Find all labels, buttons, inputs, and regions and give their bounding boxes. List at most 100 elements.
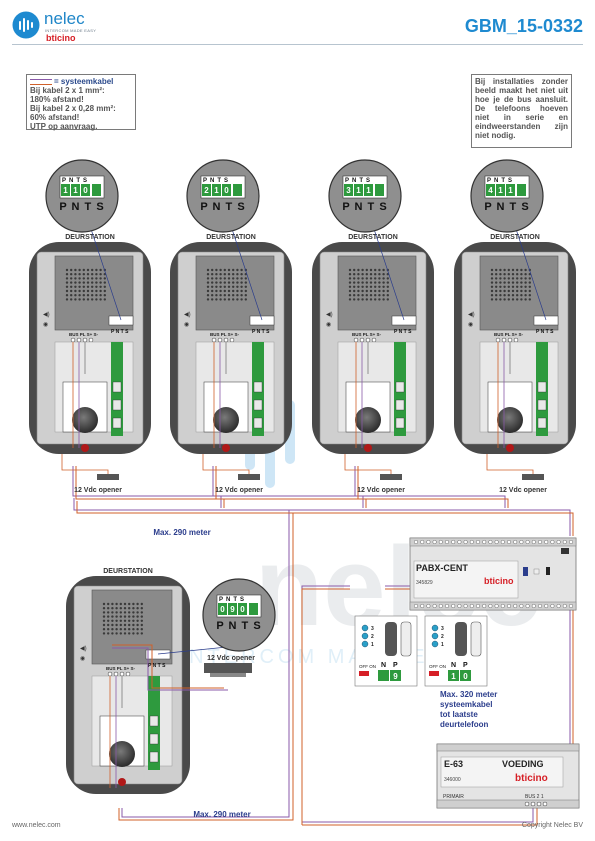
- mic-icon: ◉: [43, 322, 48, 328]
- dip-switch-icon: [218, 603, 227, 615]
- pabx-name: PABX-CENT: [416, 563, 468, 573]
- pabx-terminal-icon: [414, 540, 419, 545]
- handset-receiver-icon: [455, 622, 467, 656]
- dip-bottom-labels: P N T S: [342, 201, 387, 213]
- dip-value: 1: [366, 186, 371, 195]
- handset-slot-icon: [431, 640, 439, 648]
- dip-value: 1: [508, 186, 513, 195]
- cable-legend-text: = systeemkabel: [54, 77, 114, 86]
- dip-switch-icon: [517, 184, 526, 196]
- pabx-terminal-icon: [445, 540, 450, 545]
- terminal-screw-icon: [88, 337, 94, 343]
- pabx-terminal-icon: [525, 604, 530, 609]
- board-terminal-icon: [112, 381, 122, 393]
- dip-switch-icon: [222, 184, 231, 196]
- volume-icon: ◀): [468, 312, 475, 318]
- terminal-screw-icon: [223, 337, 229, 343]
- power-supply-terminals: [524, 801, 548, 807]
- pabx-terminal-row: [414, 540, 574, 545]
- dip-switch-icon: [364, 184, 373, 196]
- pabx-terminal-icon: [507, 540, 512, 545]
- dip-switch-icon: [238, 603, 247, 615]
- phone-distance-label: Max. 320 meter systeemkabel tot laatste …: [440, 690, 497, 729]
- pabx-terminal-icon: [432, 540, 437, 545]
- pabx-terminal-icon: [513, 604, 518, 609]
- handset-slot-icon: [361, 632, 369, 640]
- pabx-terminal-icon: [482, 604, 487, 609]
- header-divider: [12, 44, 583, 45]
- pabx-terminal-icon: [519, 604, 524, 609]
- volume-icon: ◀): [43, 312, 50, 318]
- dip-value: 3: [346, 186, 351, 195]
- call-button-icon: [355, 407, 381, 433]
- pabx-terminal-icon: [438, 604, 443, 609]
- dip-value: 0: [220, 605, 225, 614]
- volume-icon: ◀): [184, 312, 191, 318]
- cable-note-line: Bij kabel 2 x 0,28 mm²:: [30, 104, 116, 113]
- brand-name: nelec: [44, 9, 85, 28]
- status-led-icon: [364, 444, 372, 452]
- pabx-terminal-icon: [531, 604, 536, 609]
- status-led-icon: [222, 444, 230, 452]
- call-button-icon: [213, 407, 239, 433]
- dip-switch-icon: [71, 184, 80, 196]
- system-cable-swatch-icon: [30, 78, 52, 85]
- pabx-terminal-icon: [494, 604, 499, 609]
- dip-switch-icon: [202, 184, 211, 196]
- handset-switch-icon: [429, 671, 439, 676]
- cable-note-line: 60% afstand!: [30, 113, 80, 122]
- pabx-led-icon: [523, 567, 528, 576]
- pabx-terminal-icon: [420, 540, 425, 545]
- lower-opener: 12 Vdc opener: [112, 644, 255, 691]
- footer-copyright: Copyright Nelec BV: [521, 822, 583, 829]
- dip-value: 1: [63, 186, 68, 195]
- terminal-screw-icon: [513, 337, 519, 343]
- module-connector-icon: [533, 315, 559, 326]
- pabx-terminal-icon: [476, 540, 481, 545]
- volume-icon: ◀): [326, 312, 333, 318]
- phone-distance-line: deurtelefoon: [440, 720, 489, 729]
- pabx-terminal-icon: [438, 540, 443, 545]
- terminal-screw-icon: [113, 671, 119, 677]
- dip-value: 2: [204, 186, 209, 195]
- pabx-terminal-icon: [451, 540, 456, 545]
- terminal-screw-icon: [70, 337, 76, 343]
- terminal-screw-icon: [495, 337, 501, 343]
- pabx-terminal-icon: [463, 540, 468, 545]
- dip-value: 0: [240, 605, 245, 614]
- board-terminal-icon: [112, 417, 122, 429]
- terminal-screw-icon: [119, 671, 125, 677]
- pabx-terminal-icon: [414, 604, 419, 609]
- dip-switch-icon: [228, 603, 237, 615]
- pabx-terminal-icon: [445, 604, 450, 609]
- handset-switch-label: OFF ON: [429, 664, 446, 669]
- door-station-label: DEURSTATION: [65, 234, 115, 241]
- module-connector-icon: [249, 315, 275, 326]
- terminal-screw-icon: [353, 337, 359, 343]
- module-connector-icon: [145, 649, 171, 660]
- pabx-switch-icon: [533, 568, 540, 575]
- dip-value: 1: [498, 186, 503, 195]
- dip-bottom-labels: P N T S: [484, 201, 529, 213]
- cable-note-line: UTP op aanvraag.: [30, 122, 98, 131]
- dip-top-labels: PNTS: [345, 178, 373, 184]
- handset-dip-label: P: [393, 662, 398, 669]
- handset-dip-value: 0: [463, 672, 468, 681]
- pabx-terminal-icon: [488, 540, 493, 545]
- door-station-label: DEURSTATION: [206, 234, 256, 241]
- pabx-terminal-icon: [531, 540, 536, 545]
- handset-slot-icon: [361, 640, 369, 648]
- power-supply-brand-logo: bticino: [515, 773, 548, 784]
- board-terminal-icon: [537, 399, 547, 411]
- board-terminal-icon: [395, 381, 405, 393]
- pabx-terminal-icon: [451, 604, 456, 609]
- dip-switch-icon: [506, 184, 515, 196]
- module-connector-labels: P N T S: [394, 329, 412, 335]
- dip-switch-icon: [212, 184, 221, 196]
- dip-value: 0: [83, 186, 88, 195]
- cable-note: = systeemkabel Bij kabel 2 x 1 mm²: 180%…: [26, 74, 136, 131]
- mic-icon: ◉: [80, 656, 85, 662]
- pabx-central-unit: PABX-CENT 345829 bticino: [409, 537, 577, 611]
